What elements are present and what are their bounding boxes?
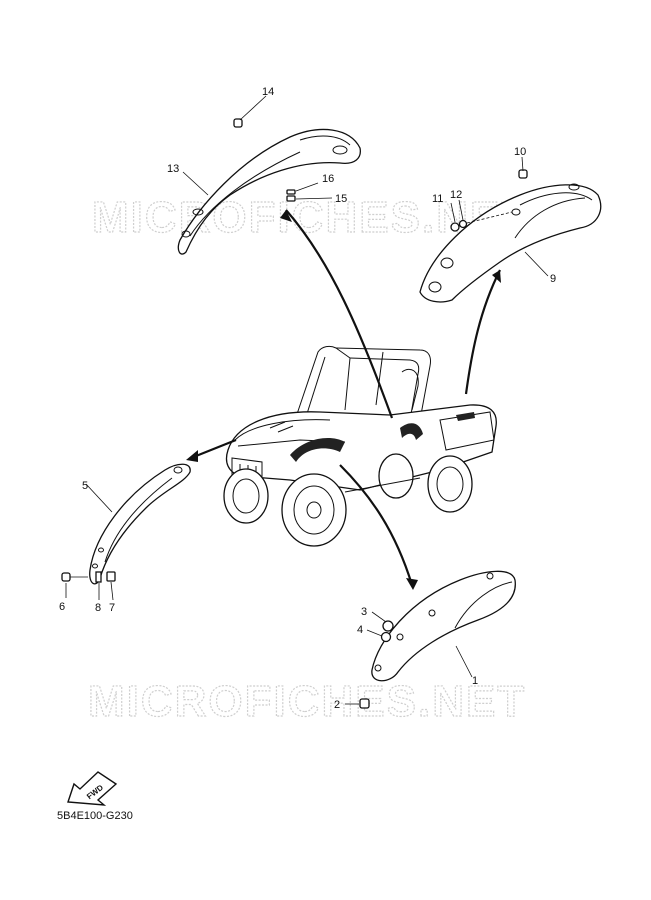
callout-10: 10 [514, 146, 526, 158]
watermark-top: MICROFICHES.NET [92, 193, 530, 242]
location-arrows [186, 209, 501, 590]
fwd-arrow-icon: FWD [67, 771, 118, 806]
callout-9: 9 [550, 273, 556, 285]
part-3-4-nut-washer[interactable] [380, 620, 394, 643]
callout-15: 15 [335, 193, 347, 205]
callout-2: 2 [334, 699, 340, 711]
callout-4: 4 [357, 624, 363, 636]
callout-6: 6 [59, 601, 65, 613]
part-9-rear-fender[interactable] [419, 183, 602, 303]
callout-13: 13 [167, 163, 179, 175]
callout-16: 16 [322, 173, 334, 185]
callout-8: 8 [95, 602, 101, 614]
callout-5: 5 [82, 480, 88, 492]
part-8-collar[interactable] [95, 571, 102, 583]
callout-12: 12 [450, 189, 462, 201]
callout-7: 7 [109, 602, 115, 614]
part-14-screw[interactable] [233, 118, 243, 128]
vehicle-illustration [223, 345, 497, 547]
callout-14: 14 [262, 86, 274, 98]
callout-1: 1 [472, 675, 478, 687]
callout-labels: 14 13 16 15 10 11 12 9 5 6 8 7 3 4 1 2 [59, 86, 556, 711]
callout-3: 3 [361, 606, 367, 618]
part-11-12-nut-washer[interactable] [450, 211, 513, 232]
part-13-cover[interactable] [177, 128, 361, 255]
part-15-16-fastener[interactable] [286, 189, 296, 202]
part-2-screw[interactable] [359, 698, 370, 709]
part-7-nut[interactable] [106, 571, 116, 582]
part-6-bolt[interactable] [61, 572, 88, 582]
part-1-fender[interactable] [371, 570, 516, 682]
part-5-front-fender[interactable] [89, 463, 191, 585]
callout-11: 11 [432, 193, 443, 205]
diagram-code: 5B4E100-G230 [57, 810, 133, 822]
leader-lines [65, 95, 549, 705]
part-10-screw[interactable] [518, 169, 528, 179]
watermark-bottom: MICROFICHES.NET [88, 677, 526, 726]
